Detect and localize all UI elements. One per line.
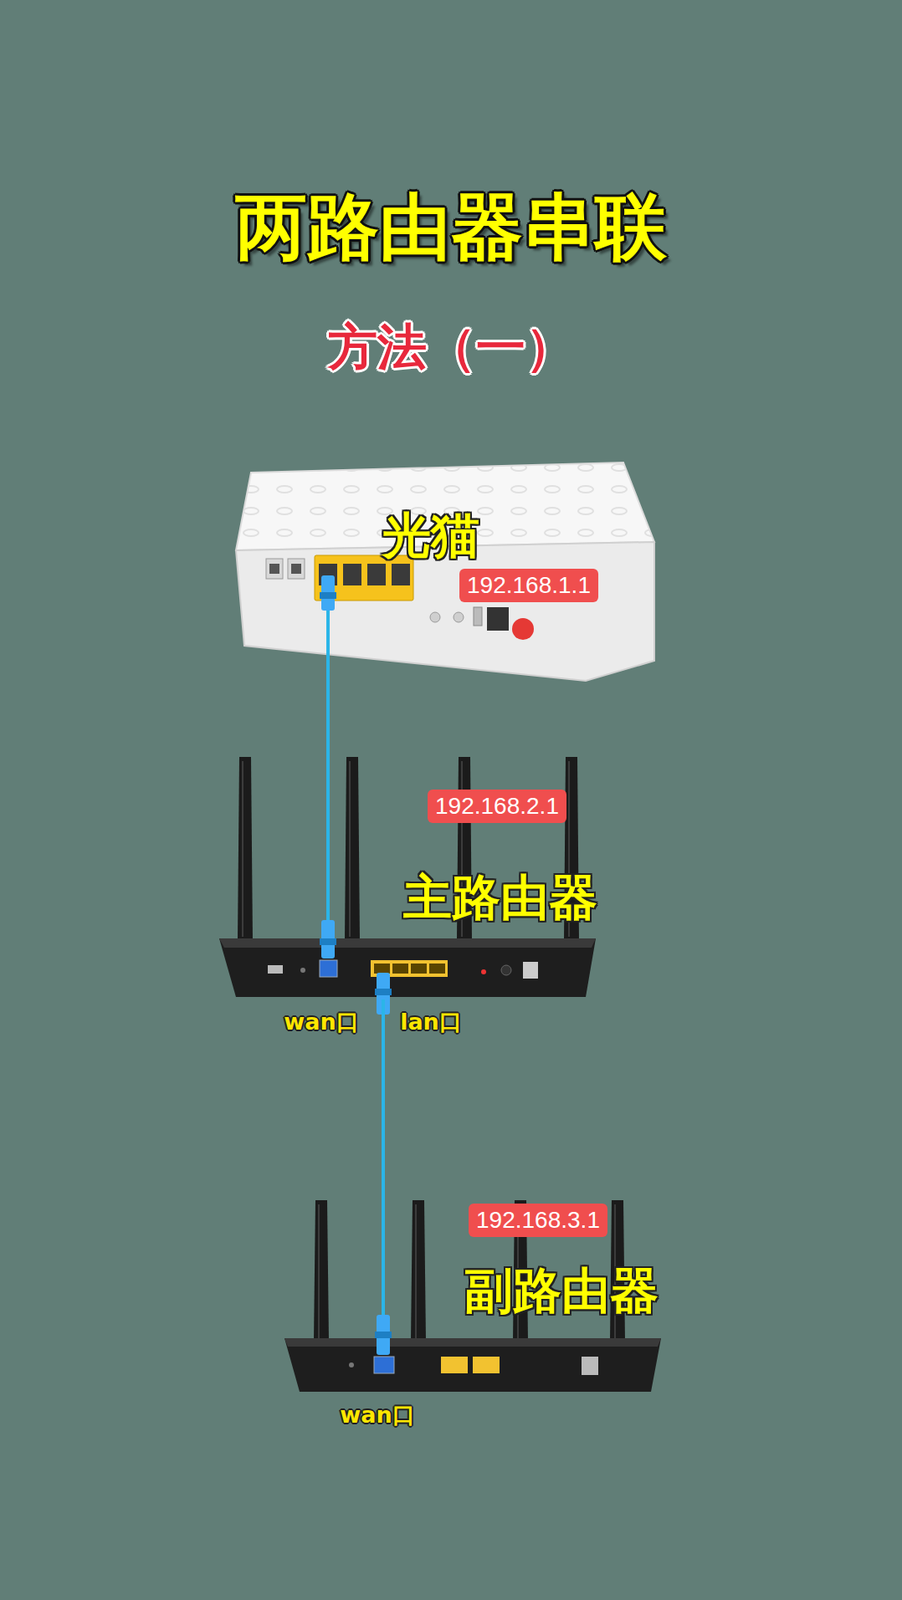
main-router-illustration-part [501,965,512,976]
method-subtitle: 方法（一） [328,318,575,376]
ip-tag: 192.168.2.1 [427,789,567,824]
sub-router-illustration-part [313,1200,329,1343]
main-router-illustration-part [326,773,330,923]
main-router-illustration-part [344,757,360,942]
sub-router-illustration-part [284,1338,662,1348]
main-router-illustration-part [429,963,446,974]
sub-router-illustration-part [472,1357,500,1374]
sub-router-illustration-part [317,1204,320,1339]
main-router-illustration-part [374,989,392,996]
port-label: wan口 [283,1009,359,1036]
modem-illustration-part [453,612,464,623]
main-router-illustration-part [348,761,351,938]
modem-illustration-part [319,592,337,600]
sub-router-illustration-part [284,1338,662,1393]
modem-illustration-part [391,563,410,586]
main-router-illustration-part [237,757,253,942]
main-router-illustration-part [522,962,539,979]
modem-illustration-part [486,607,509,631]
sub-router-illustration-part [381,1196,385,1319]
ip-tag: 192.168.3.1 [468,1204,608,1238]
main-router-illustration-part [267,965,283,974]
sub-router-illustration-part [415,1204,417,1339]
sub-router-illustration [284,1196,662,1393]
router-node: 192.168.3.1 副路由器 [301,1198,670,1324]
main-router-illustration-part [319,960,338,978]
diagram-title: 两路由器串联 [235,185,667,269]
main-router-illustration-part [241,761,244,938]
modem-node: 光猫 192.168.1.1 [234,468,653,611]
device-label: 光猫 [382,507,480,564]
ip-tag: 192.168.1.1 [459,568,599,603]
modem-illustration-part [430,612,441,623]
modem-illustration-part [512,618,534,641]
sub-router-illustration-part [348,1363,354,1369]
main-router-illustration-part [392,963,409,974]
sub-router-illustration-part [374,1357,395,1374]
device-label: 副路由器 [464,1263,659,1320]
network-cable [326,610,330,779]
port-label: lan口 [399,1009,462,1036]
modem-illustration-part [287,558,305,580]
modem-illustration-part [473,607,482,626]
port-label: wan口 [339,1402,415,1429]
device-label: 主路由器 [403,870,598,927]
main-router-illustration-part [481,969,487,975]
main-router-illustration-part [219,938,596,998]
main-router-illustration-part [219,938,596,949]
network-cable [381,999,385,1199]
router-node: 192.168.2.1 主路由器 [234,778,603,1000]
modem-illustration-part [266,558,283,580]
main-router-illustration-part [374,963,390,974]
sub-router-illustration-part [374,1332,392,1339]
modem-illustration-part [343,563,362,586]
main-router-illustration-part [410,963,427,974]
modem-illustration-part [269,563,280,574]
modem-illustration-part [367,563,386,586]
main-router-illustration-part [319,938,337,946]
sub-router-illustration-part [581,1357,599,1376]
sub-router-illustration-part [410,1200,426,1343]
modem-illustration-part [291,563,302,574]
modem-illustration [235,462,655,682]
sub-router-illustration-part [440,1357,468,1374]
main-router-illustration-part [300,968,306,974]
